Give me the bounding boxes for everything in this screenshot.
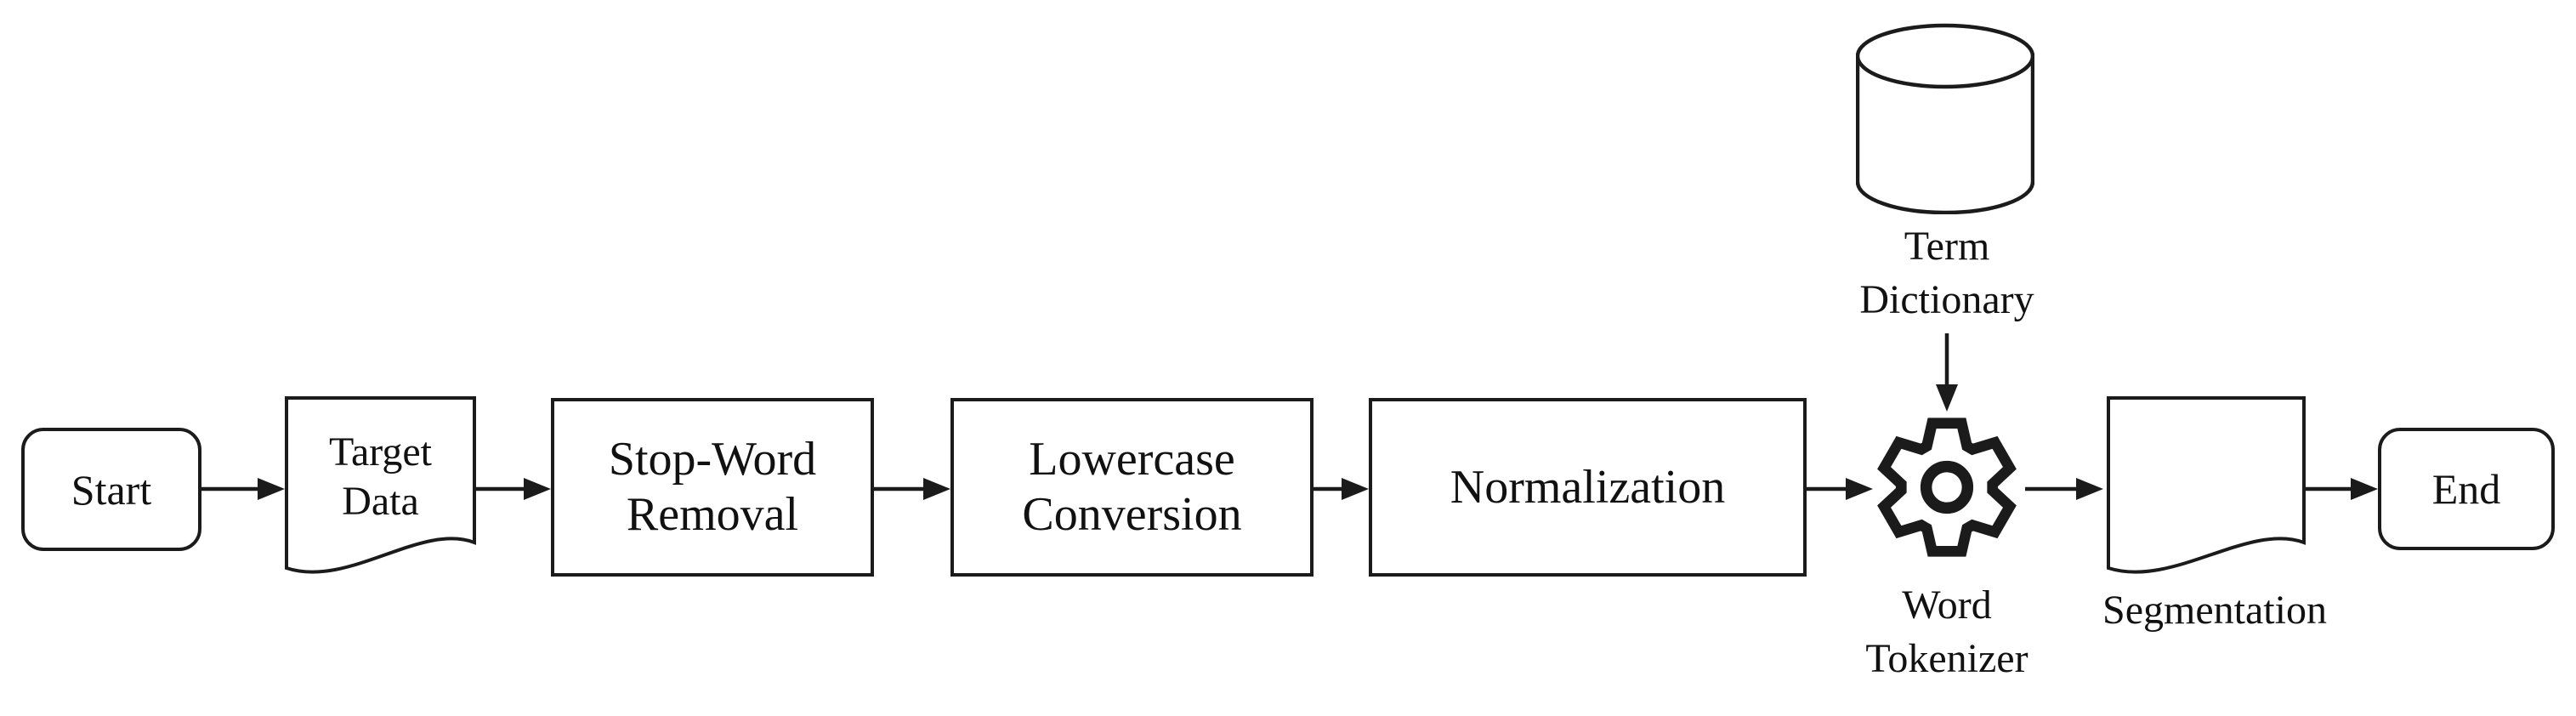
node-start: Start	[21, 428, 201, 551]
arrow-start-to-target-data	[201, 478, 285, 500]
arrow-segmentation-to-end	[2306, 478, 2378, 500]
database-cylinder-icon	[1856, 23, 2034, 214]
node-word-tokenizer-label: Word Tokenizer	[1865, 582, 2028, 682]
arrow-term-dictionary-to-word-tokenizer	[1936, 333, 1958, 412]
node-normalization: Normalization	[1369, 398, 1807, 577]
node-target-data-document-shape	[285, 396, 476, 574]
node-target-data-label: Target Data	[328, 429, 433, 524]
node-lowercase-conversion: Lowercase Conversion	[950, 398, 1314, 577]
arrow-normalization-to-word-tokenizer	[1807, 478, 1873, 500]
node-normalization-label: Normalization	[1450, 460, 1726, 514]
node-lowercase-conversion-label: Lowercase Conversion	[1022, 433, 1242, 541]
node-stop-word-removal: Stop-Word Removal	[551, 398, 874, 577]
arrow-stop-word-to-lowercase	[874, 478, 950, 500]
node-end-label: End	[2431, 465, 2501, 513]
node-term-dictionary-label: Term Dictionary	[1859, 224, 2034, 323]
arrow-word-tokenizer-to-segmentation	[2025, 478, 2103, 500]
node-end: End	[2378, 428, 2555, 550]
arrow-target-data-to-stop-word	[476, 478, 551, 500]
node-stop-word-removal-label: Stop-Word Removal	[608, 433, 817, 541]
gear-icon	[1877, 418, 2017, 557]
arrow-lowercase-to-normalization	[1314, 478, 1369, 500]
node-segmentation-label: Segmentation	[2102, 588, 2327, 633]
node-segmentation-document-shape	[2107, 396, 2306, 574]
node-start-label: Start	[71, 465, 152, 514]
